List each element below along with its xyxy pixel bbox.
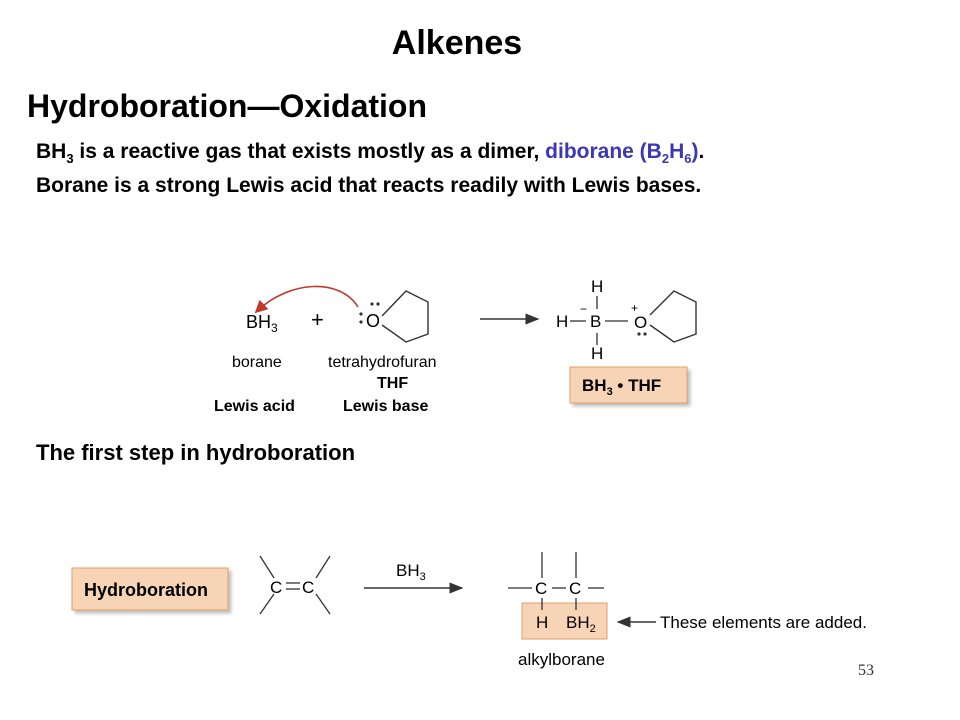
product-carbon-2: C xyxy=(569,579,581,598)
product-boron: B xyxy=(590,312,601,331)
paragraph-lewis: Borane is a strong Lewis acid that react… xyxy=(36,174,702,197)
hydroboration-label-box xyxy=(71,567,229,611)
alkene-structure: C C xyxy=(259,555,331,615)
electron-pushing-arrow xyxy=(254,285,359,314)
alkene-carbon-2: C xyxy=(302,578,314,597)
product-box xyxy=(569,366,688,404)
reactant-borane-formula: BH3 xyxy=(246,312,278,335)
paragraph-text: is a reactive gas that exists mostly as … xyxy=(73,140,546,163)
product-hydrogen: H xyxy=(536,613,548,632)
diborane-label: diborane (B xyxy=(545,140,662,163)
oxygen-positive-charge: + xyxy=(631,301,638,315)
paragraph-period: . xyxy=(698,140,705,163)
bh3-subscript: 3 xyxy=(66,151,74,167)
diborane-sub-b: 2 xyxy=(661,151,670,167)
borane-thf-complex: H H B − H + O xyxy=(556,277,697,363)
thf-oxygen: O xyxy=(366,311,380,331)
hydroboration-label: Hydroboration xyxy=(84,580,208,600)
step-caption: The first step in hydroboration xyxy=(36,440,356,465)
reaction-borane-thf: BH3 + O borane tetrahydrofuran THF Lewis… xyxy=(214,277,697,415)
product-h-bottom: H xyxy=(591,344,603,363)
boron-negative-charge: − xyxy=(580,302,587,316)
bh3-text: BH xyxy=(36,140,67,163)
diborane-close: ) xyxy=(691,140,699,163)
product-h-left: H xyxy=(556,312,568,331)
reaction-hydroboration: Hydroboration C C BH3 C C H BH xyxy=(71,552,867,669)
borane-name: borane xyxy=(232,354,282,371)
product-h-top: H xyxy=(591,277,603,296)
thf-name: tetrahydrofuran xyxy=(328,354,437,371)
alkene-carbon-1: C xyxy=(270,578,282,597)
lewis-acid-label: Lewis acid xyxy=(214,398,295,415)
product-oxygen: O xyxy=(634,313,647,332)
annotation-text: These elements are added. xyxy=(660,613,867,632)
added-elements-box xyxy=(521,602,608,640)
alkylborane-structure: C C H BH2 xyxy=(508,552,604,635)
lewis-base-label: Lewis base xyxy=(343,398,428,415)
product-carbon-1: C xyxy=(535,579,547,598)
thf-abbreviation: THF xyxy=(377,375,408,392)
paragraph-bh3: BH3 is a reactive gas that exists mostly… xyxy=(36,140,704,166)
product-box-label: BH3 • THF xyxy=(582,376,661,398)
slide-title: Alkenes xyxy=(391,24,523,62)
diborane-sub-h: 6 xyxy=(684,151,692,167)
reagent-bh3: BH3 xyxy=(396,561,426,583)
thf-ring-reactant: O xyxy=(359,290,429,343)
diborane-h: H xyxy=(669,140,685,163)
plus-sign: + xyxy=(311,307,324,332)
slide-subtitle: Hydroboration—Oxidation xyxy=(27,88,427,124)
page-number: 53 xyxy=(858,662,874,679)
alkylborane-name: alkylborane xyxy=(518,650,605,669)
product-bh2: BH2 xyxy=(566,613,596,635)
diborane-highlight: diborane (B2H6) xyxy=(545,140,699,167)
bh3-formula: BH3 xyxy=(36,140,74,167)
